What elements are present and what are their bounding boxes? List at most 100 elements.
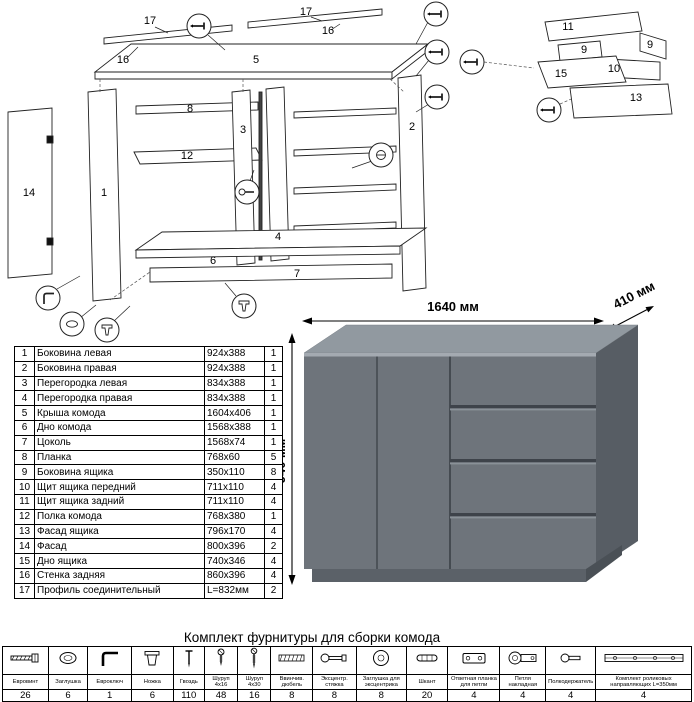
part-size: 1568x388	[204, 419, 265, 436]
assembly-guides	[99, 61, 579, 301]
hw-name: Ножка	[131, 674, 174, 690]
part-name: Перегородка левая	[34, 375, 205, 392]
part-name: Боковина левая	[34, 346, 205, 362]
part-label-9: 9	[647, 39, 653, 51]
part-qty: 1	[264, 360, 283, 377]
cam-bolt-icon	[320, 653, 347, 663]
part-number: 10	[14, 479, 35, 495]
part-qty: 1	[264, 390, 283, 407]
dresser-top-edge-highlight	[304, 353, 596, 357]
drawer-rail	[293, 183, 397, 195]
part-label-5: 5	[253, 54, 259, 66]
part-qty: 1	[264, 434, 283, 451]
hw-name: Ответная планка для петли	[447, 674, 501, 690]
drawer-back-panel	[544, 11, 643, 42]
partition-right	[265, 86, 290, 262]
part-number: 17	[14, 582, 35, 599]
part-name: Дно комода	[34, 419, 205, 436]
part-label-15: 15	[555, 68, 567, 80]
part-label-16: 16	[322, 25, 334, 37]
part-label-6: 6	[210, 255, 216, 267]
part-name: Щит ящика задний	[34, 493, 205, 510]
part-label-4: 4	[275, 231, 281, 243]
part-qty: 1	[264, 405, 283, 421]
hw-name: Гвоздь	[172, 674, 205, 690]
part-number: 2	[14, 360, 35, 377]
part-qty: 4	[264, 553, 283, 569]
cam-cover-icon	[373, 650, 390, 666]
drawer-exploded-view	[537, 11, 673, 119]
hw-name: Шкант	[405, 674, 449, 690]
part-name: Планка	[34, 449, 205, 466]
part-label-12: 12	[181, 150, 193, 162]
part-label-13: 13	[630, 92, 642, 104]
part-number: 3	[14, 375, 35, 392]
part-label-11: 11	[562, 21, 573, 33]
dowel-screw-icon	[278, 654, 305, 662]
hw-name: Ввинчив. дюбель	[270, 674, 314, 690]
part-size: 768x60	[204, 449, 265, 466]
part-label-16: 16	[117, 54, 129, 66]
rail-panel	[135, 101, 259, 115]
hw-name: Евровинт	[2, 674, 49, 690]
screw-callout	[424, 39, 450, 65]
hw-name: Эксцентр. стяжка	[312, 674, 357, 690]
dresser-top-face	[303, 324, 639, 354]
part-label-14: 14	[23, 187, 35, 199]
part-label-10: 10	[608, 63, 620, 75]
dresser-side-face	[596, 325, 638, 569]
part-qty: 1	[264, 375, 283, 392]
part-qty: 1	[264, 346, 283, 362]
drawer-edge-highlight	[450, 462, 596, 465]
part-number: 15	[14, 553, 35, 569]
eurovint-icon	[10, 653, 39, 663]
part-size: 1568x74	[204, 434, 265, 451]
part-name: Цоколь	[34, 434, 205, 451]
leg-callout	[94, 317, 120, 343]
part-name: Полка комода	[34, 508, 205, 525]
top-panel-edge	[94, 71, 393, 80]
part-qty: 2	[264, 538, 283, 555]
hex-key-callout	[35, 285, 61, 311]
hw-name: Комплект роликовых направляющих L=350мм	[595, 674, 692, 690]
drawer-slide-icon	[604, 654, 684, 662]
part-label-17: 17	[300, 6, 312, 18]
leg-callout	[231, 293, 257, 319]
part-number: 5	[14, 405, 35, 421]
screw-callout	[423, 1, 449, 27]
part-number: 11	[14, 493, 35, 510]
part-size: 711x110	[204, 479, 265, 495]
part-label-3: 3	[240, 124, 246, 136]
nail-icon	[185, 650, 193, 668]
hw-name: Петля накладная	[499, 674, 547, 690]
label-leaders	[126, 16, 341, 59]
part-label-2: 2	[409, 121, 415, 133]
part-size: 834x388	[204, 390, 265, 407]
part-number: 8	[14, 449, 35, 466]
width-dimension: 1640 мм	[302, 299, 604, 325]
part-name: Щит ящика передний	[34, 479, 205, 495]
drawer-gap	[450, 459, 596, 463]
height-label: 940 мм	[278, 439, 288, 484]
part-qty: 2	[264, 582, 283, 599]
part-qty: 1	[264, 508, 283, 525]
part-number: 16	[14, 567, 35, 584]
part-label-8: 8	[187, 103, 193, 115]
drawer-edge-highlight	[450, 408, 596, 411]
screw-callout	[536, 97, 562, 123]
part-size: 740x346	[204, 553, 265, 569]
part-name: Боковина правая	[34, 360, 205, 377]
hw-name: Полкодержатель	[545, 674, 597, 690]
part-name: Стенка задняя	[34, 567, 205, 584]
hinge-plate-icon	[462, 653, 486, 664]
part-label-17: 17	[144, 15, 156, 27]
dowel-icon	[416, 654, 438, 662]
part-number: 14	[14, 538, 35, 555]
part-name: Фасад	[34, 538, 205, 555]
